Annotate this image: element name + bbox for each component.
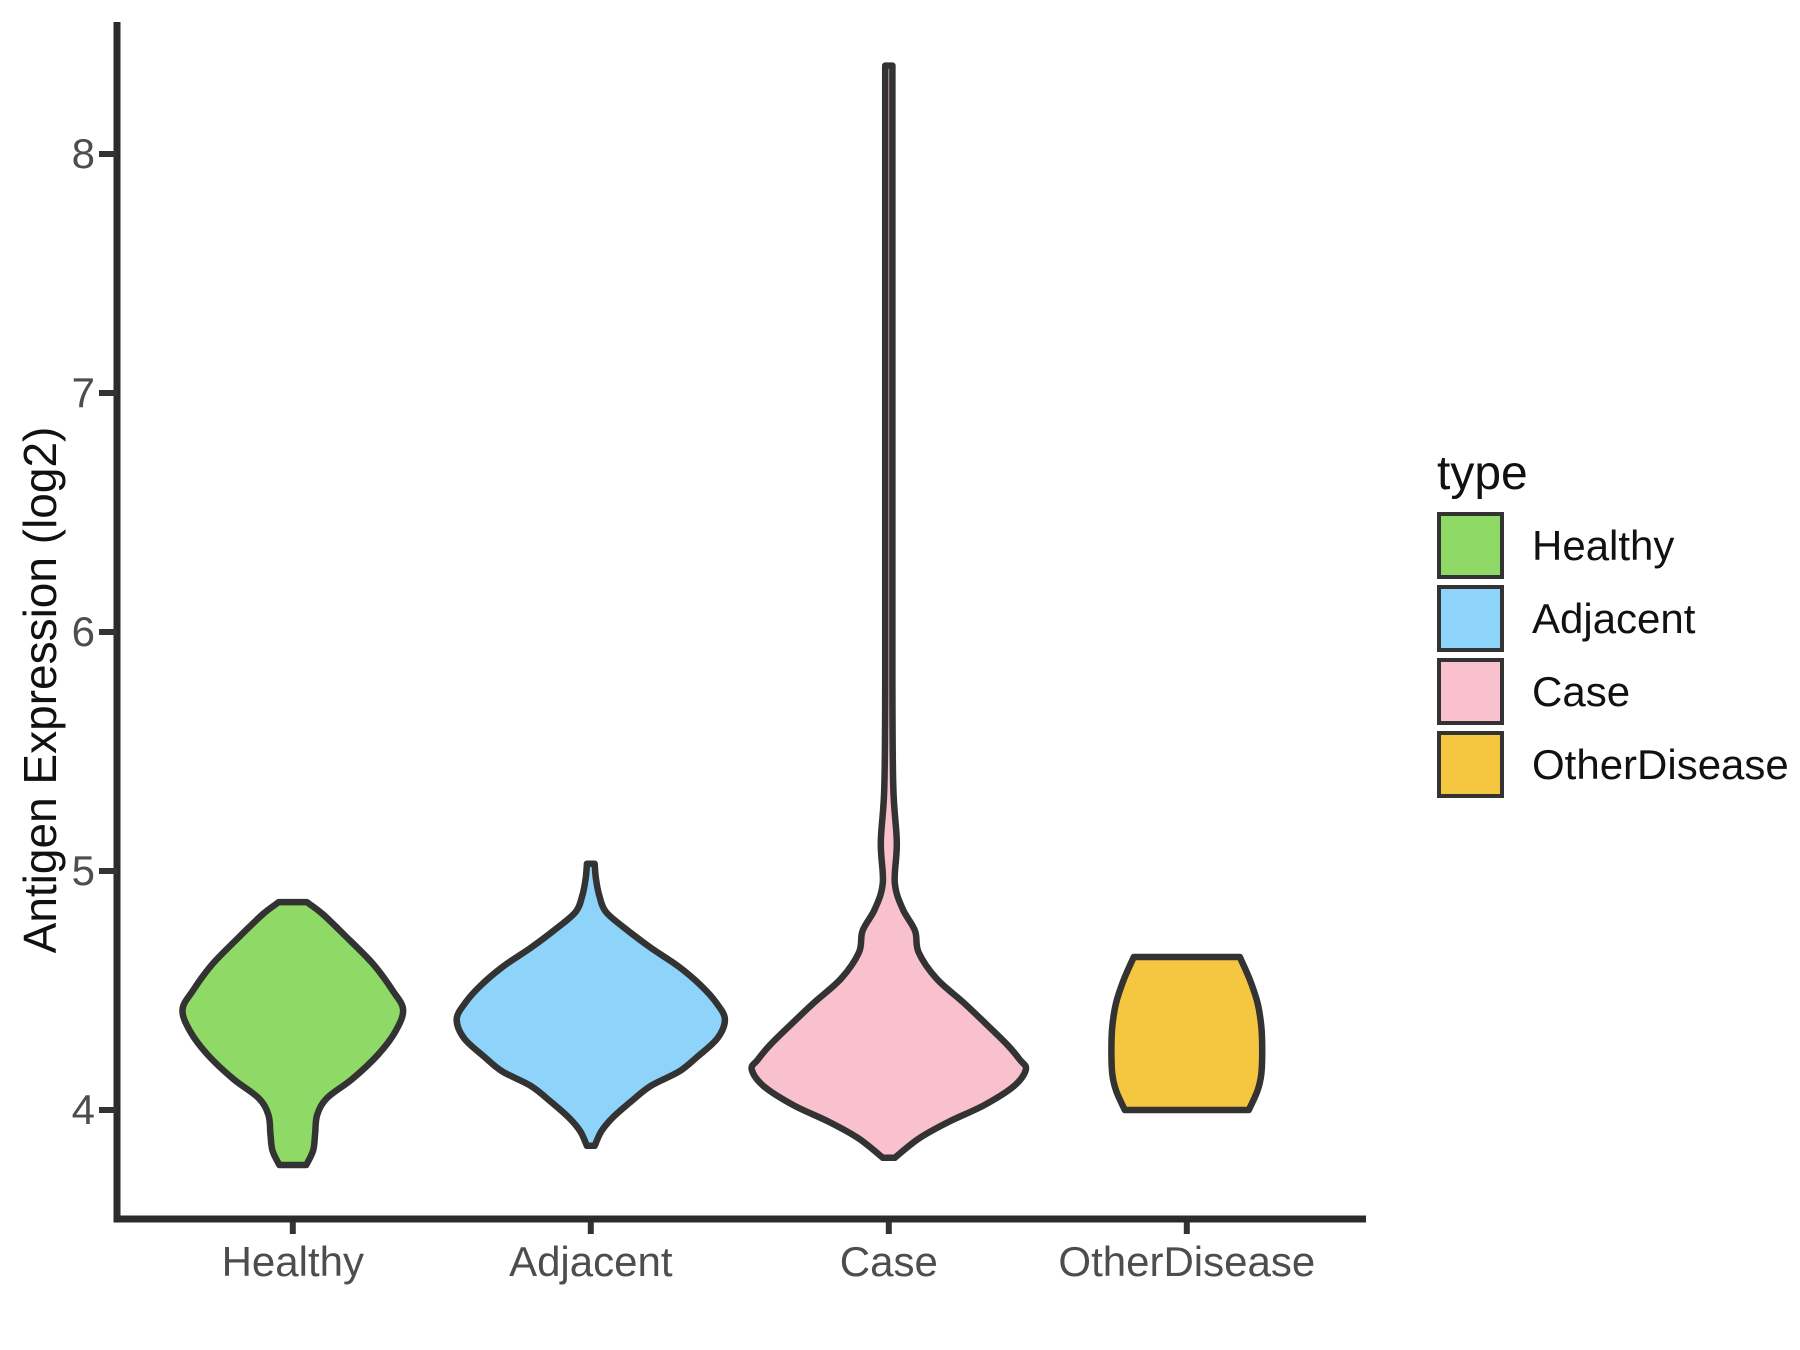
legend-label: OtherDisease [1532,740,1789,788]
axis-lines [113,22,1366,1223]
legend-item-healthy: Healthy [1437,512,1789,579]
legend-title: type [1437,447,1528,500]
x-tick-label: Case [839,1238,938,1285]
x-tick-label: Healthy [221,1238,364,1285]
violin-healthy [179,898,407,1169]
y-tick-label: 4 [71,1086,95,1133]
legend-swatch-case [1437,658,1504,725]
legend-swatch-otherdisease [1437,731,1504,798]
legend-label: Healthy [1532,521,1675,569]
y-tick-label: 7 [71,369,95,416]
legend-swatch-adjacent [1437,585,1504,652]
violin-otherdisease [1108,953,1266,1114]
x-tick-label: OtherDisease [1058,1238,1316,1285]
violin-case [748,62,1030,1162]
legend-label: Adjacent [1532,594,1696,642]
legend-item-adjacent: Adjacent [1437,585,1789,652]
legend: type Healthy Adjacent Case OtherDisease [1437,450,1789,804]
legend-swatch-healthy [1437,512,1504,579]
legend-label: Case [1532,667,1631,715]
y-tick-label: 8 [71,130,95,177]
x-tick-label: Adjacent [509,1238,673,1285]
legend-item-otherdisease: OtherDisease [1437,731,1789,798]
y-tick-label: 5 [71,847,95,894]
legend-item-case: Case [1437,658,1789,725]
violin-adjacent [453,860,729,1150]
y-tick-label: 6 [71,608,95,655]
